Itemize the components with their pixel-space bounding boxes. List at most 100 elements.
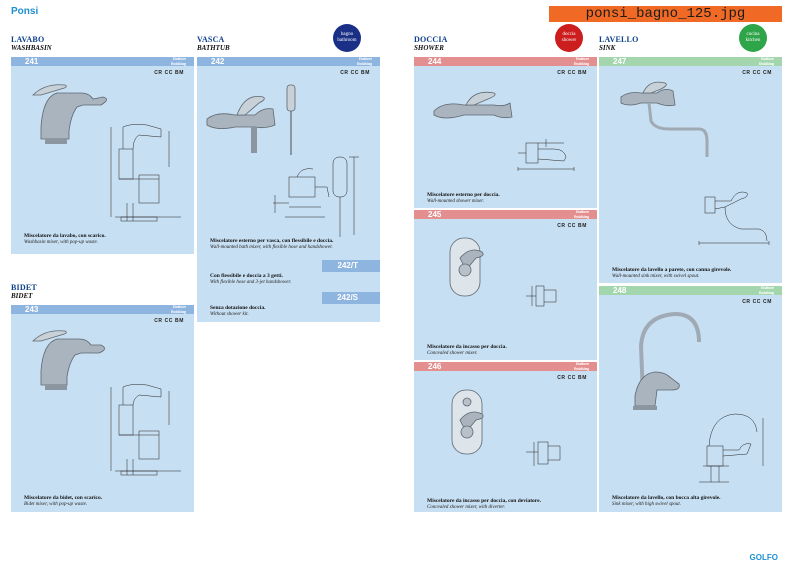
product-description: Miscelatore da lavabo, con scarico. Wash… <box>24 233 106 246</box>
filename-label: ponsi_bagno_125.jpg <box>549 6 782 22</box>
description-en: Wall-mounted bath mixer, with flexible h… <box>210 244 333 250</box>
badge-shower-it: doccia <box>562 32 576 37</box>
finishing-tag-en: finishing <box>171 60 186 66</box>
badge-bathroom-en: bathroom <box>337 38 357 43</box>
product-description: Miscelatore da bidet, con scarico. Bidet… <box>24 495 102 508</box>
description-en: Sink mixer, with high swivel spout. <box>612 501 682 507</box>
card-header-bar <box>197 57 380 66</box>
description-it: Miscelatore da lavello a parete, con can… <box>612 267 732 273</box>
product-description: Miscelatore da lavello a parete, con can… <box>612 267 731 280</box>
description-en: Wall-mounted sink mixer, with swivel spo… <box>612 273 700 279</box>
section-vasca: VASCA BATHTUB <box>197 35 230 52</box>
concealed-shower-diverter-image <box>451 389 561 466</box>
description-it: Miscelatore da incasso per doccia. <box>427 344 507 350</box>
description-it: Miscelatore esterno per vasca, con fless… <box>210 238 334 244</box>
description-en: Concealed shower mixer, with diverter. <box>427 504 506 510</box>
product-code: 243 <box>25 305 39 314</box>
section-bidet: BIDET BIDET <box>11 283 37 300</box>
card-header-bar <box>414 210 597 219</box>
product-code: 248 <box>613 286 627 295</box>
section-lavello: LAVELLO SINK <box>599 35 639 52</box>
section-lavello-title: LAVELLO <box>599 35 639 44</box>
description-en: Wall-mounted shower mixer. <box>427 198 484 204</box>
product-description: Miscelatore da incasso per doccia. Conce… <box>427 344 507 357</box>
product-code: 247 <box>613 57 627 66</box>
finishing-tag-it: finiture <box>173 57 186 61</box>
variant-242t-en: With flexible hose and 3-jet handshower. <box>210 279 292 285</box>
finishing-tag-it: finiture <box>576 57 589 61</box>
finishing-tag-it: finiture <box>761 57 774 61</box>
finishing-tag-en: finishing <box>574 213 589 219</box>
section-doccia-subtitle: SHOWER <box>414 44 444 52</box>
variant-code-242t: 242/T <box>337 261 358 270</box>
product-finishes: CR CC BM <box>154 318 184 324</box>
card-header-bar <box>11 305 194 314</box>
card-header-bar <box>599 286 782 295</box>
product-description: Miscelatore da incasso per doccia, con d… <box>427 498 541 511</box>
variant-bar-242s: 242/S <box>322 292 380 304</box>
product-description: Miscelatore esterno per vasca, con fless… <box>210 238 333 251</box>
product-code: 244 <box>428 57 442 66</box>
description-en: Concealed shower mixer. <box>427 350 478 356</box>
section-lavabo: LAVABO WASHBASIN <box>11 35 52 52</box>
badge-kitchen-en: kitchen <box>745 38 761 43</box>
section-vasca-subtitle: BATHTUB <box>197 44 230 52</box>
badge-bathroom: bagno bathroom <box>333 24 361 52</box>
variant-code-242s: 242/S <box>337 293 358 302</box>
card-header-bar <box>11 57 194 66</box>
description-en: Washbasin mixer, with pop-up waste. <box>24 239 98 245</box>
finishing-tag-en: finishing <box>357 60 372 66</box>
product-description: Miscelatore da lavello, con bocca alta g… <box>612 495 721 508</box>
section-doccia-title: DOCCIA <box>414 35 448 44</box>
bidet-mixer-image <box>32 330 181 476</box>
concealed-shower-mixer-image <box>449 237 557 307</box>
section-doccia: DOCCIA SHOWER <box>414 35 448 52</box>
wall-sink-mixer-image <box>620 81 770 245</box>
finishing-tag-en: finishing <box>574 365 589 371</box>
description-it: Miscelatore da lavabo, con scarico. <box>24 233 106 239</box>
product-finishes: CR CC BM <box>557 223 587 229</box>
badge-kitchen: cucina kitchen <box>739 24 767 52</box>
high-spout-sink-mixer-image <box>633 311 764 483</box>
section-lavabo-title: LAVABO <box>11 35 45 44</box>
product-finishes: CR CC BM <box>557 375 587 381</box>
brand-title: Ponsi <box>11 6 39 17</box>
card-header-bar <box>414 57 597 66</box>
footer-brand: GOLFO <box>749 553 778 562</box>
product-finishes: CR CC BM <box>340 70 370 76</box>
finishing-tag-en: finishing <box>171 308 186 314</box>
finishing-tag-it: finiture <box>576 210 589 214</box>
badge-bathroom-it: bagno <box>340 32 354 37</box>
section-vasca-title: VASCA <box>197 35 225 44</box>
bath-mixer-image <box>206 84 359 237</box>
card-header-bar <box>414 362 597 371</box>
badge-shower: doccia shower <box>555 24 583 52</box>
description-en: Bidet mixer, with pop-up waste. <box>24 501 88 507</box>
section-bidet-subtitle: BIDET <box>11 292 33 300</box>
product-finishes: CR CC CM <box>742 70 772 76</box>
description-it: Miscelatore da incasso per doccia, con d… <box>427 498 541 504</box>
section-lavabo-subtitle: WASHBASIN <box>11 44 52 52</box>
finishing-tag-en: finishing <box>759 289 774 295</box>
variant-242t-it: Con flessibile e doccia a 3 getti. <box>210 273 283 279</box>
section-lavello-subtitle: SINK <box>599 44 616 52</box>
product-code: 242 <box>211 57 225 66</box>
description-it: Miscelatore da bidet, con scarico. <box>24 495 103 501</box>
variant-description-242s: Senza dotazione doccia. Without shower k… <box>210 305 265 318</box>
section-bidet-title: BIDET <box>11 283 37 292</box>
product-code: 246 <box>428 362 442 371</box>
finishing-tag-it: finiture <box>359 57 372 61</box>
shower-mixer-image <box>433 91 575 171</box>
variant-bar-242t: 242/T <box>322 260 380 272</box>
